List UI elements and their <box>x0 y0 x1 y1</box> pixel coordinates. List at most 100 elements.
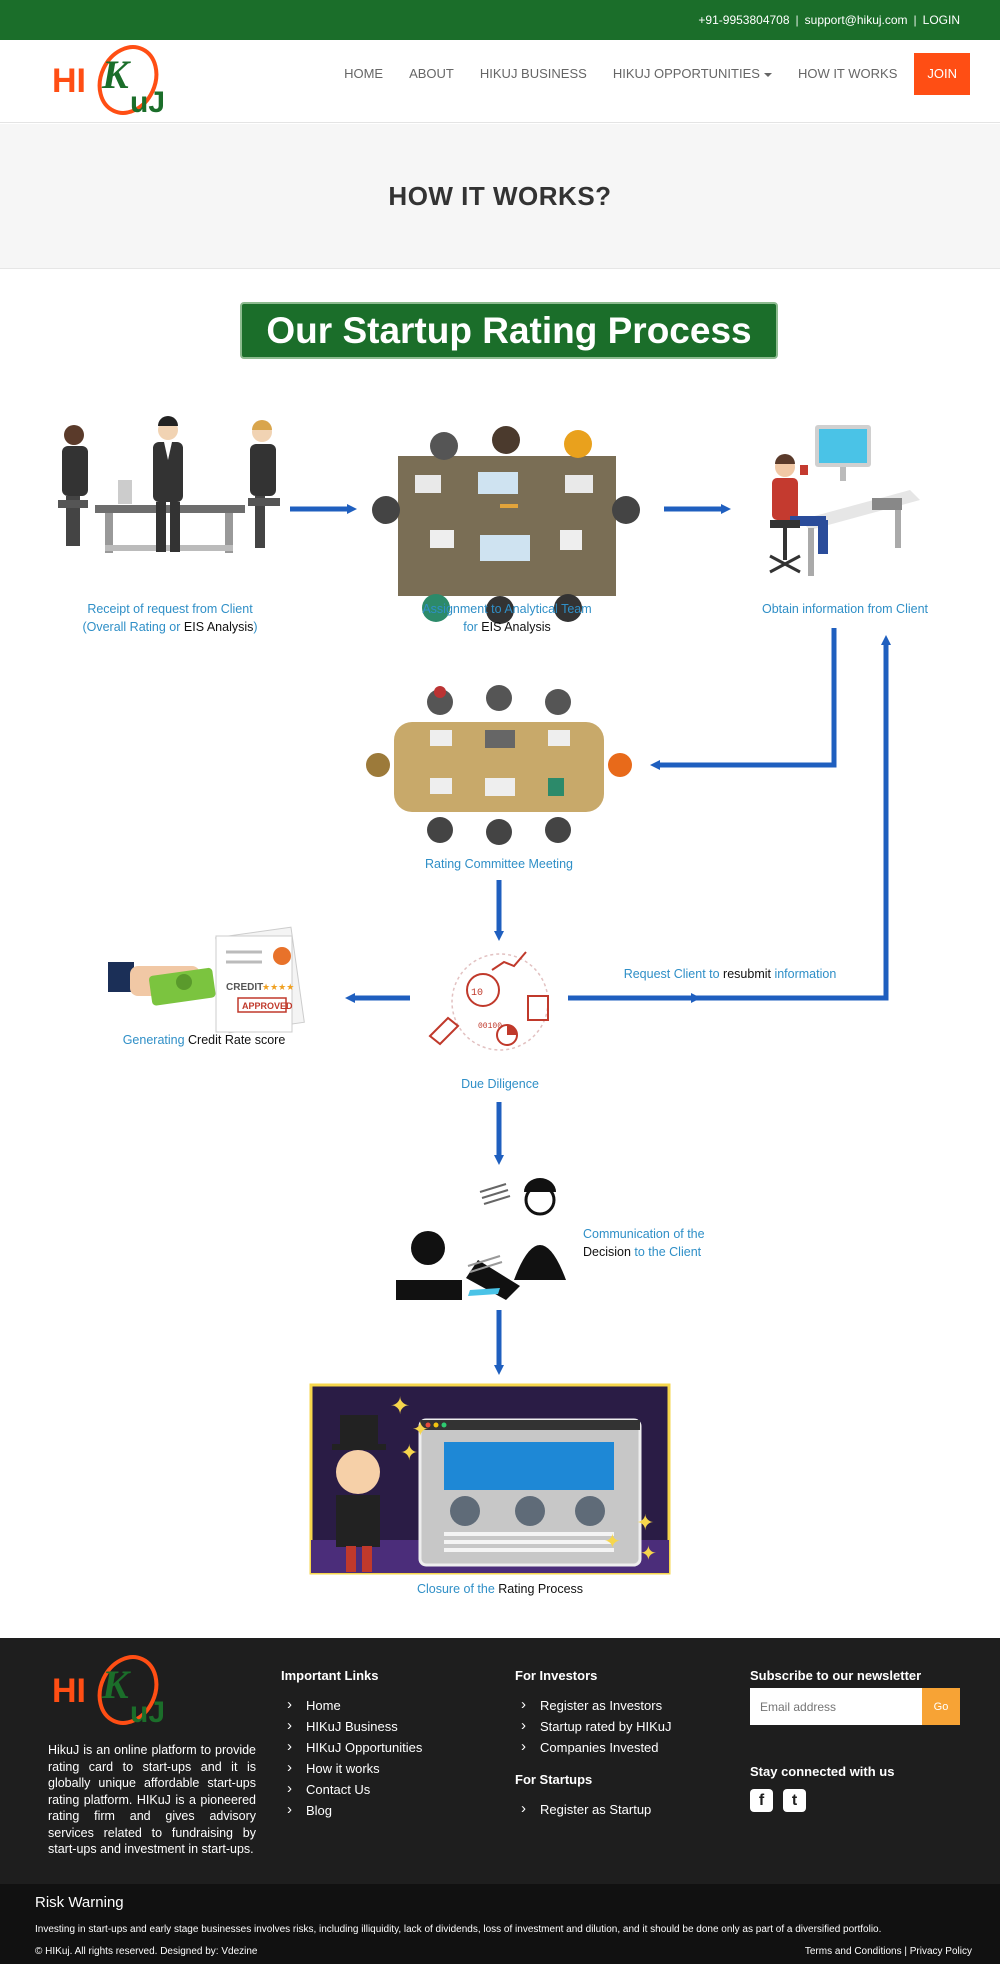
for-investors-title: For Investors <box>515 1668 598 1683</box>
nav-hikuj-opportunities[interactable]: HIKuJ OPPORTUNITIES <box>600 53 785 95</box>
footer-link-how-it-works[interactable]: How it works <box>281 1757 422 1779</box>
footer-link-startup-rated[interactable]: Startup rated by HIKuJ <box>515 1715 672 1737</box>
hikuj-logo[interactable]: HI K uJ <box>50 42 180 122</box>
caption-communication: Communication of the Decision to the Cli… <box>583 1225 783 1261</box>
client-meeting-illustration <box>58 416 280 553</box>
caption-assignment: Assignment to Analytical Team for EIS An… <box>387 600 627 636</box>
footer-link-contact[interactable]: Contact Us <box>281 1778 422 1800</box>
footer-logo-text-hi: HI <box>52 1672 86 1710</box>
footer-link-opportunities[interactable]: HIKuJ Opportunities <box>281 1736 422 1758</box>
caption-comm-line2b: to the Client <box>630 1245 702 1259</box>
email-link[interactable]: support@hikuj.com <box>804 13 908 27</box>
nav-home[interactable]: HOME <box>344 66 384 81</box>
caption-assign-line2a: for <box>463 620 482 634</box>
caption-receipt-line1: Receipt of request from Client <box>87 602 253 616</box>
sparkle-icon: ✦ <box>412 1417 429 1441</box>
newsletter-email-input[interactable] <box>750 1688 922 1725</box>
caption-closure: Closure of the Rating Process <box>380 1580 620 1598</box>
caption-receipt-line2a: (Overall Rating or <box>82 620 184 634</box>
risk-warning-title: Risk Warning <box>35 1894 124 1911</box>
copyright-text: © HIKuj. All rights reserved. Designed b… <box>35 1946 258 1957</box>
caption-resubmit-c: information <box>770 967 837 981</box>
primary-nav: HOME ABOUT HIKuJ BUSINESS HIKuJ OPPORTUN… <box>331 53 970 95</box>
logo-text-k: K <box>101 52 131 97</box>
nav-hikuj-business[interactable]: HIKuJ BUSINESS <box>479 66 587 81</box>
site-footer: HI K uJ HikuJ is an online platform to p… <box>0 1638 1000 1884</box>
important-links-column: Important Links Home HIKuJ Business HIKu… <box>281 1668 422 1821</box>
caption-credit-b: Credit Rate score <box>188 1033 286 1047</box>
credit-badge-text: CREDIT <box>226 982 263 993</box>
page-header: HOW IT WORKS? <box>0 124 1000 269</box>
important-links-title: Important Links <box>281 1668 379 1683</box>
caption-assign-eis: EIS Analysis <box>481 620 551 634</box>
newsletter-form: Go <box>750 1688 960 1725</box>
privacy-link[interactable]: Privacy Policy <box>909 1946 972 1957</box>
closure-illustration: ✦ ✦ ✦ ✦ ✦ ✦ <box>309 1383 671 1575</box>
caption-diligence: Due Diligence <box>461 1077 539 1091</box>
caption-comm-decision: Decision <box>583 1245 631 1259</box>
arrow-obtain-to-committee <box>650 628 837 770</box>
caption-receipt-line2c: ) <box>253 620 258 634</box>
logo-text-hi: HI <box>52 62 86 100</box>
for-startups-title: For Startups <box>515 1772 593 1787</box>
page-title: HOW IT WORKS? <box>388 180 612 211</box>
login-link[interactable]: LOGIN <box>922 13 960 27</box>
flow-arrows <box>290 504 891 1375</box>
footer-link-companies-invested[interactable]: Companies Invested <box>515 1736 672 1758</box>
footer-link-blog[interactable]: Blog <box>281 1799 422 1821</box>
caption-comm-line2: Decision to the Client <box>583 1243 783 1261</box>
logo-text-uj: uJ <box>130 86 165 119</box>
nav-opportunities-label: HIKuJ OPPORTUNITIES <box>612 66 760 81</box>
footer-logo-text-k: K <box>101 1662 131 1707</box>
footer-link-register-investors[interactable]: Register as Investors <box>515 1694 672 1716</box>
sparkle-icon: ✦ <box>636 1511 654 1536</box>
risk-warning-text: Investing in start-ups and early stage b… <box>35 1924 882 1935</box>
social-links: f t <box>750 1789 806 1812</box>
caret-down-icon <box>763 72 772 77</box>
footer-link-home[interactable]: Home <box>281 1694 422 1716</box>
newsletter-go-button[interactable]: Go <box>922 1688 960 1725</box>
caption-closure-b: Rating Process <box>498 1582 584 1596</box>
footer-link-business[interactable]: HIKuJ Business <box>281 1715 422 1737</box>
phone-number[interactable]: +91-9953804708 <box>698 13 790 27</box>
sparkle-icon: ✦ <box>640 1541 657 1565</box>
nav-how-it-works[interactable]: HOW IT WORKS <box>797 66 898 81</box>
process-title-banner: Our Startup Rating Process <box>240 302 778 359</box>
join-button[interactable]: JOIN <box>914 53 970 95</box>
caption-credit: Generating Credit Rate score <box>94 1031 314 1049</box>
sparkle-icon: ✦ <box>400 1441 418 1466</box>
caption-receipt: Receipt of request from Client (Overall … <box>60 600 280 636</box>
caption-receipt-eis: EIS Analysis <box>183 620 254 634</box>
facebook-icon[interactable]: f <box>750 1789 773 1812</box>
flow-graphics: CREDIT ★★★★ APPROVED 10 00100 <box>58 416 920 1575</box>
committee-meeting-illustration <box>366 685 632 845</box>
main-navbar: HI K uJ HOME ABOUT HIKuJ BUSINESS HIKuJ … <box>0 40 1000 123</box>
nav-about[interactable]: ABOUT <box>409 66 454 81</box>
caption-receipt-line2: (Overall Rating or EIS Analysis) <box>60 618 280 636</box>
footer-link-register-startup[interactable]: Register as Startup <box>515 1798 672 1820</box>
rating-process-flowchart: CREDIT ★★★★ APPROVED 10 00100 <box>0 380 1000 1610</box>
caption-obtain: Obtain information from Client <box>761 602 929 616</box>
separator: | <box>795 13 799 27</box>
approved-stamp-text: APPROVED <box>242 1001 293 1011</box>
caption-closure-a: Closure of the <box>416 1582 499 1596</box>
twitter-icon[interactable]: t <box>783 1789 806 1812</box>
binary-digits-icon: 10 <box>471 988 483 999</box>
terms-link[interactable]: Terms and Conditions <box>804 1946 902 1957</box>
social-title: Stay connected with us <box>750 1764 895 1779</box>
communication-illustration <box>396 1178 566 1300</box>
caption-comm-line1: Communication of the <box>583 1227 705 1241</box>
investors-column: For Investors Register as Investors Star… <box>515 1668 672 1820</box>
sparkle-icon: ✦ <box>390 1392 410 1420</box>
caption-credit-a: Generating <box>122 1033 189 1047</box>
caption-resubmit-a: Request Client to <box>623 967 724 981</box>
footer-logo-text-uj: uJ <box>130 1696 165 1729</box>
top-contact-bar: +91-9953804708 | support@hikuj.com | LOG… <box>0 0 1000 40</box>
caption-resubmit: Request Client to resubmit information <box>590 965 870 983</box>
due-diligence-illustration: 10 00100 <box>428 951 549 1051</box>
caption-committee: Rating Committee Meeting <box>425 857 573 871</box>
caption-assign-line1: Assignment to Analytical Team <box>422 602 592 616</box>
newsletter-column: Subscribe to our newsletter <box>750 1668 921 1695</box>
analytical-team-illustration <box>372 426 640 624</box>
footer-logo[interactable]: HI K uJ <box>50 1652 180 1732</box>
